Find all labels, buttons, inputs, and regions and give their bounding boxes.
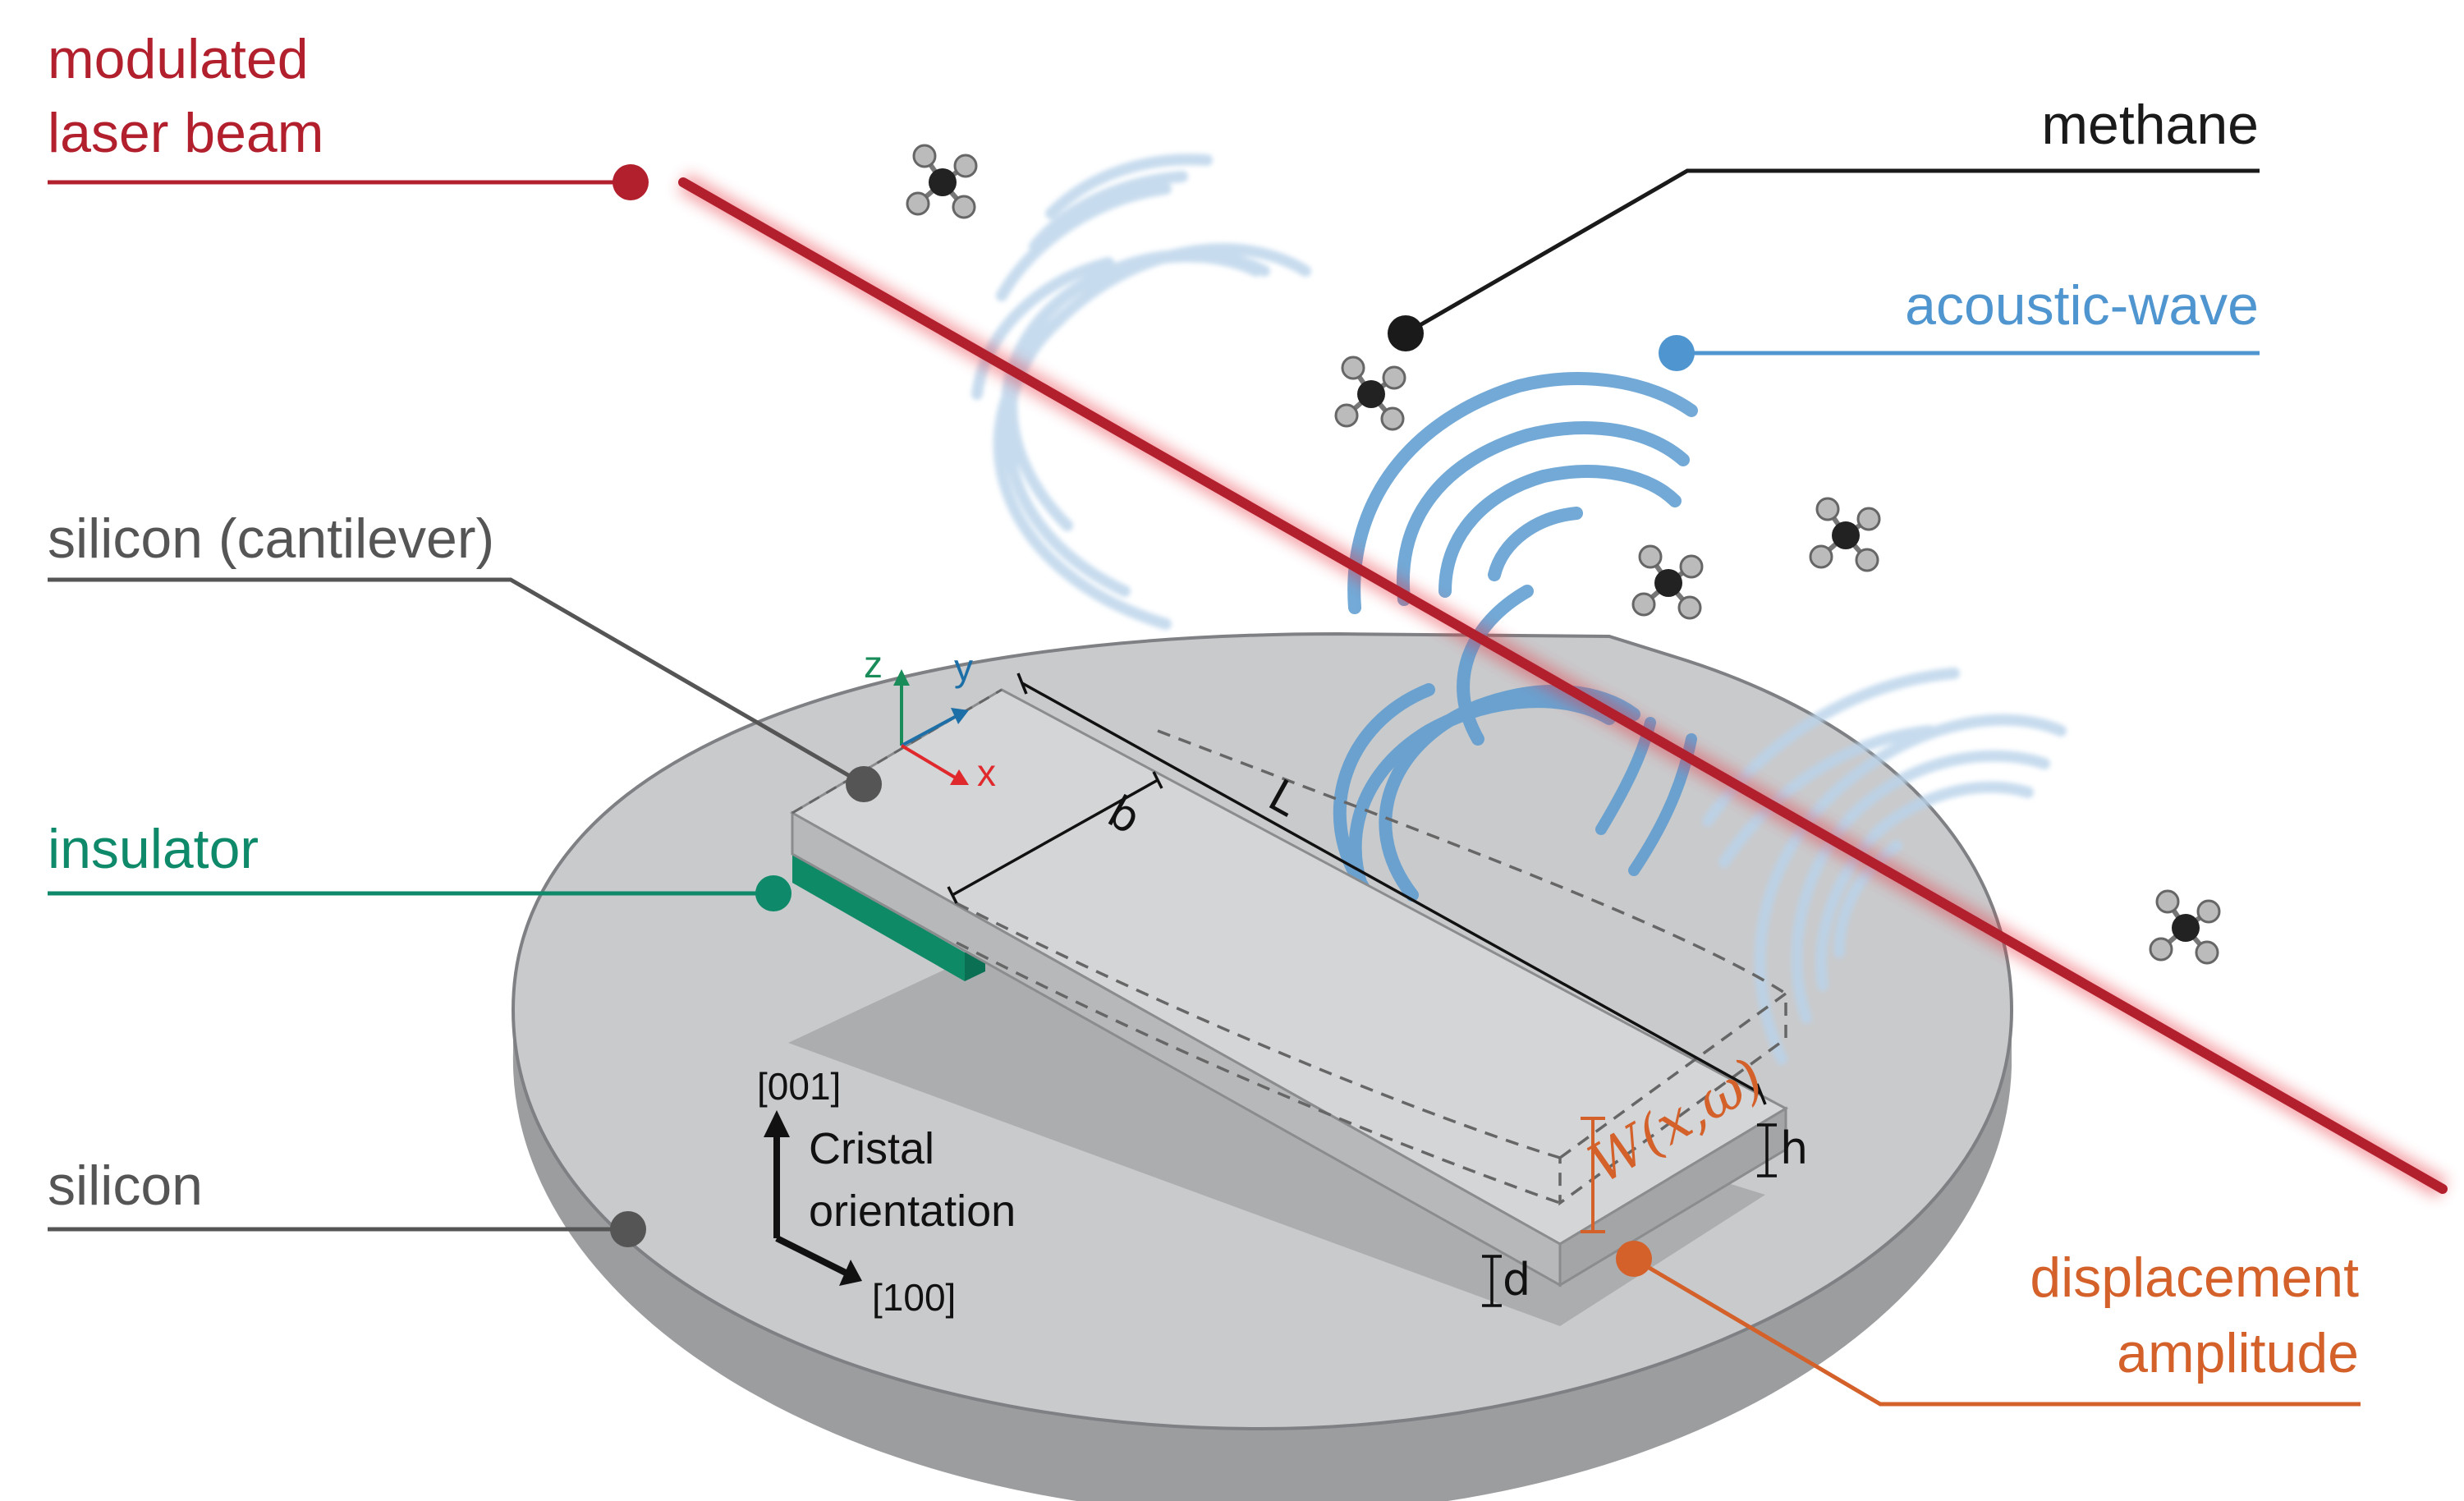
displacement-bracket [1581,1117,1605,1233]
dimension-lines [947,672,1777,1307]
acoustic-wave-faint [971,154,2067,1065]
leader-methane [1388,168,2260,351]
insulator-label: insulator [48,818,259,880]
cantilever-label: silicon (cantilever) [48,507,495,570]
methane-molecule-icon [1334,356,1406,431]
y-axis-label: y [954,646,973,689]
methane-molecule-icon [1809,497,1881,572]
crystal-direction-100: [100] [872,1276,957,1319]
deflected-cantilever-outline [956,729,1787,1206]
z-axis-label: z [864,643,883,686]
leader-acoustic [1659,335,2260,371]
x-axis-label: x [977,751,996,794]
silicon-label: silicon [48,1154,203,1217]
crystal-direction-001: [001] [757,1065,842,1108]
leader-laser [48,164,649,200]
methane-molecule-icon [1631,544,1704,620]
displacement-label-line1: displacement [2030,1246,2359,1309]
thickness-label: h [1780,1122,1809,1174]
y-axis-arrow [901,708,969,747]
leader-insulator [48,875,792,911]
coordinate-axes [893,669,969,785]
crystal-caption-line2: orientation [809,1187,1016,1236]
leader-silicon [48,1211,646,1247]
z-axis-arrow [893,669,910,746]
methane-molecule-icon [2149,889,2221,965]
methane-molecule-icon [906,144,978,219]
laser-label-line1: modulated [48,28,309,90]
methane-label: methane [2041,94,2259,156]
acoustic-wave-label: acoustic-wave [1905,274,2259,337]
leader-displacement [1616,1241,2361,1407]
laser-label-line2: laser beam [48,102,324,164]
crystal-orientation-arrows-icon [764,1110,862,1286]
laser-beam [677,172,2448,1199]
crystal-caption-line1: Cristal [809,1124,935,1173]
insulator-thickness-label: d [1503,1254,1531,1306]
x-axis-arrow [900,744,969,785]
displacement-label-line2: amplitude [2117,1322,2359,1384]
leader-cantilever [48,577,882,802]
cantilever [789,688,1789,1288]
